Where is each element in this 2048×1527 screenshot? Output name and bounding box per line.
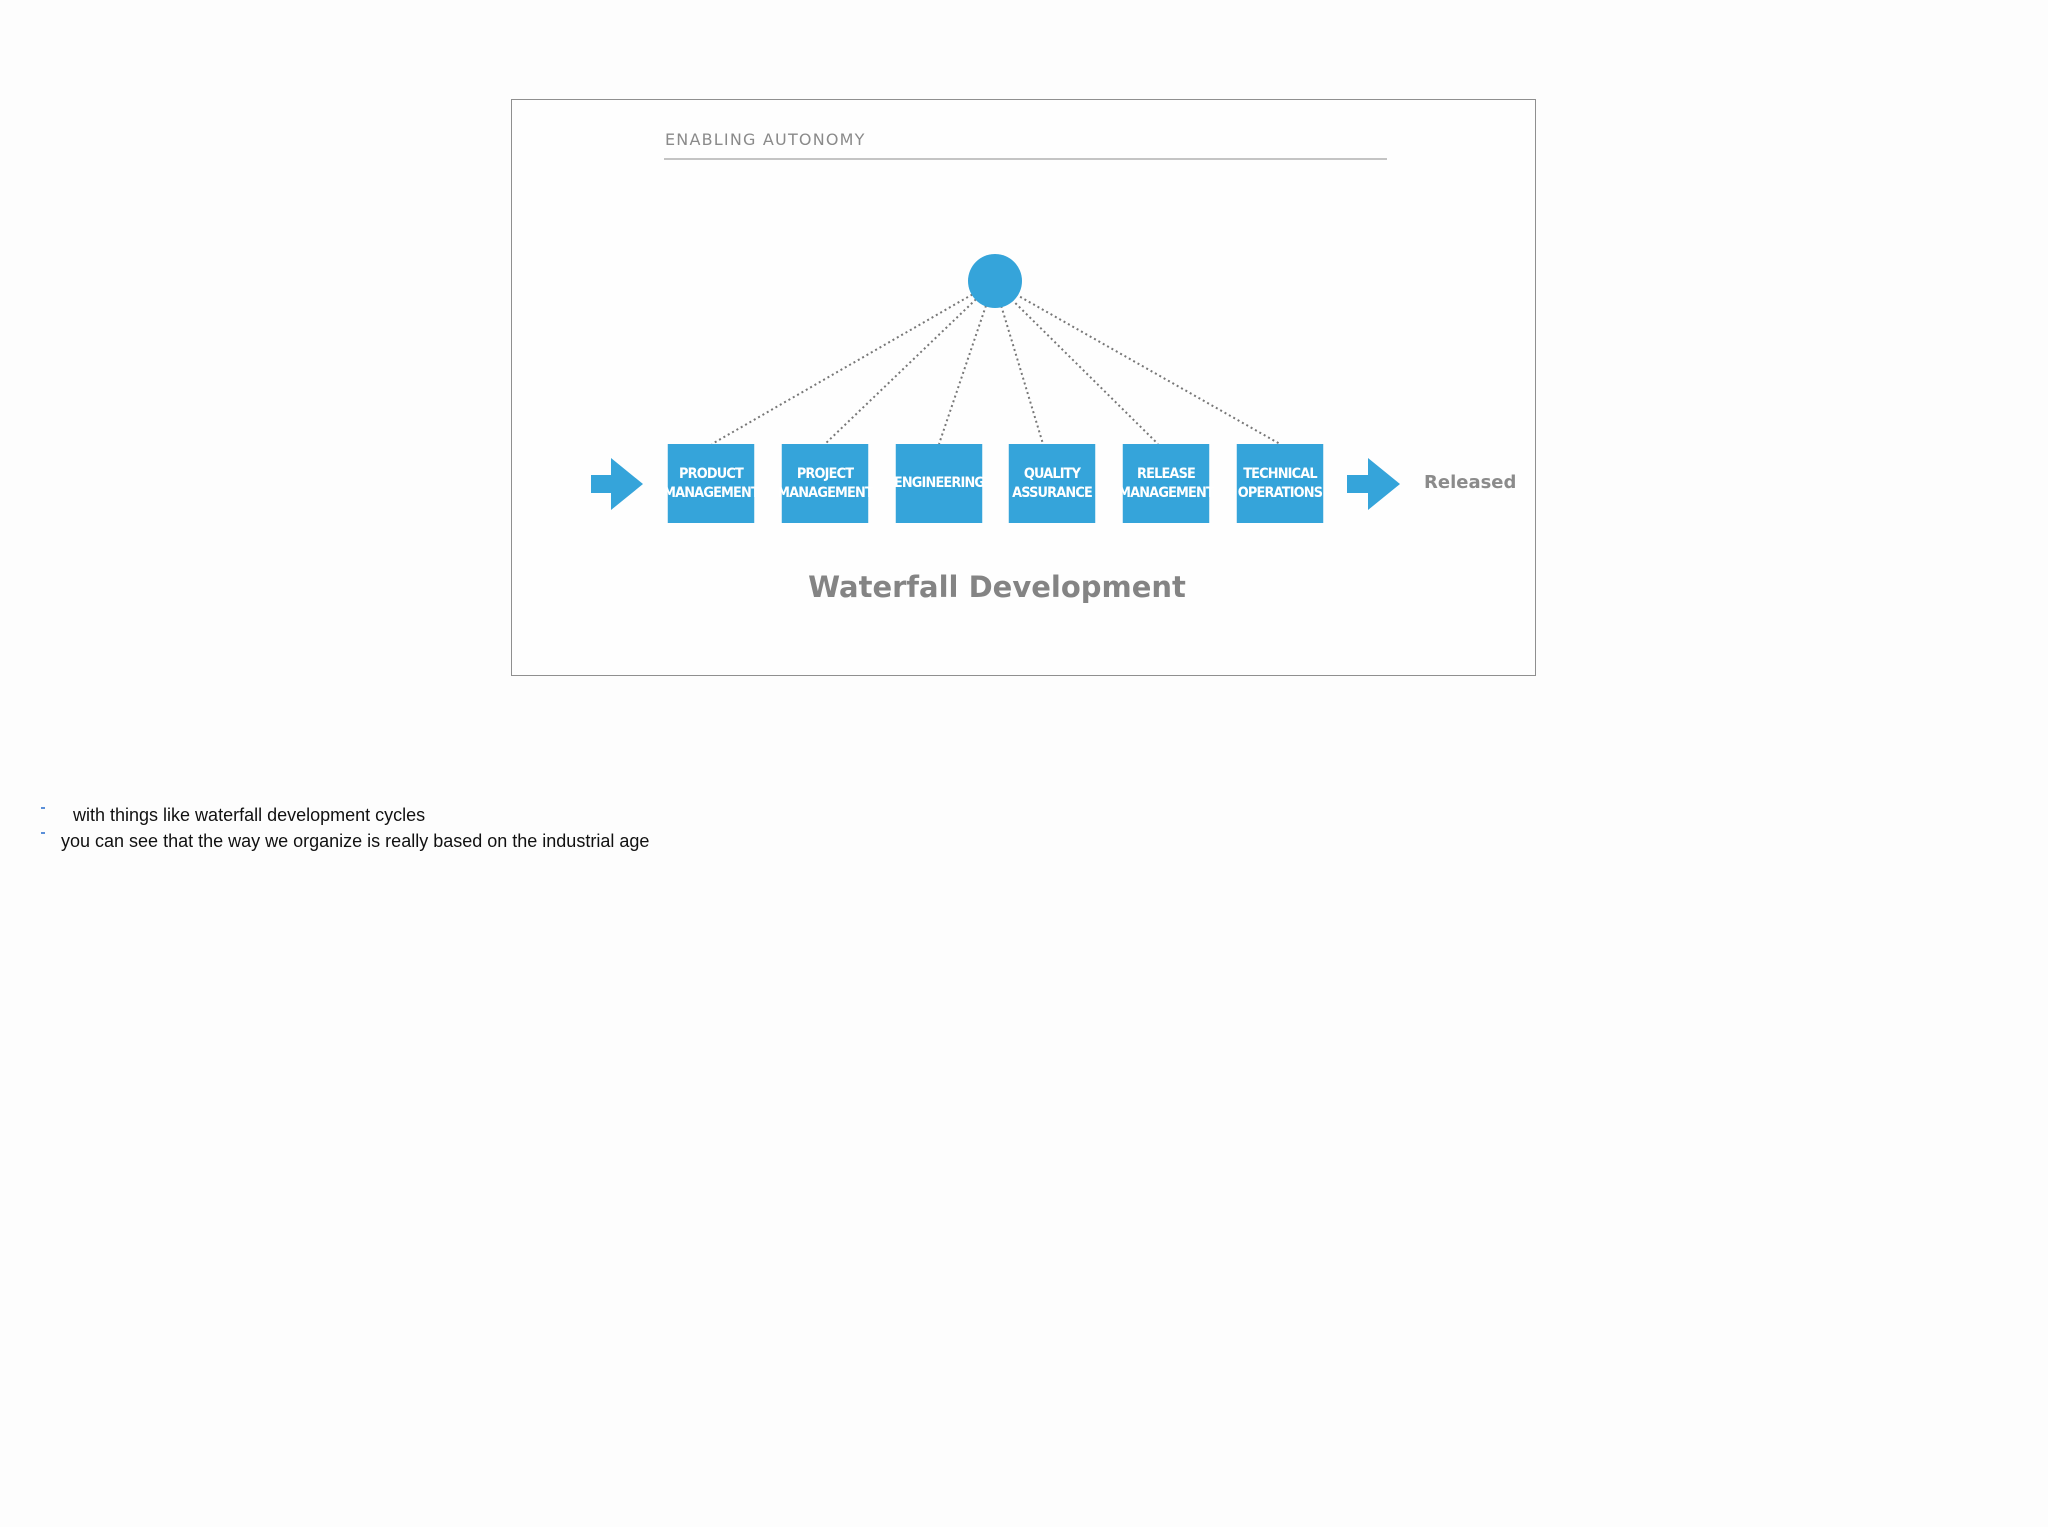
stage-line2: MANAGEMENT — [1118, 484, 1215, 501]
stage-release-management: RELEASE MANAGEMENT — [1118, 444, 1215, 523]
stage-line2: MANAGEMENT — [663, 484, 760, 501]
stage-line2: MANAGEMENT — [777, 484, 874, 501]
stage-line1: ENGINEERING — [893, 475, 985, 491]
note-bullet-icon — [41, 807, 45, 809]
note-bullet-icon — [41, 832, 45, 834]
stage-engineering: ENGINEERING — [893, 444, 985, 523]
stage-line1: PROJECT — [796, 465, 854, 482]
stage-line1: QUALITY — [1023, 465, 1081, 482]
stage-line1: RELEASE — [1137, 465, 1196, 482]
stage-line1: TECHNICAL — [1243, 465, 1317, 482]
stage-project-management: PROJECT MANAGEMENT — [777, 444, 874, 523]
stage-line2: ASSURANCE — [1012, 484, 1093, 501]
output-arrow-icon — [1347, 458, 1400, 510]
diagram-connectors — [591, 254, 1400, 510]
stage-line2: OPERATIONS — [1237, 484, 1323, 501]
note-line: with things like waterfall development c… — [73, 805, 426, 825]
connector-line — [993, 281, 1281, 445]
note-line: you can see that the way we organize is … — [61, 831, 650, 851]
stage-product-management: PRODUCT MANAGEMENT — [663, 444, 760, 523]
connector-line — [993, 281, 1044, 445]
input-arrow-icon — [591, 458, 643, 510]
connector-line — [993, 281, 1159, 445]
header-rule — [664, 158, 1387, 160]
slide-header: ENABLING AUTONOMY — [665, 130, 866, 149]
diagram-title: Waterfall Development — [808, 570, 1186, 604]
released-label: Released — [1424, 472, 1517, 493]
connector-line — [711, 281, 995, 445]
connector-line — [824, 281, 995, 445]
stage-line1: PRODUCT — [679, 465, 744, 482]
connector-line — [938, 281, 995, 445]
hub-node — [968, 254, 1022, 308]
slide: ENABLING AUTONOMY PRODUCT MANAGEMENT PROJ… — [511, 99, 1536, 676]
stage-technical-operations: TECHNICAL OPERATIONS — [1236, 444, 1324, 523]
stage-quality-assurance: QUALITY ASSURANCE — [1008, 444, 1096, 523]
